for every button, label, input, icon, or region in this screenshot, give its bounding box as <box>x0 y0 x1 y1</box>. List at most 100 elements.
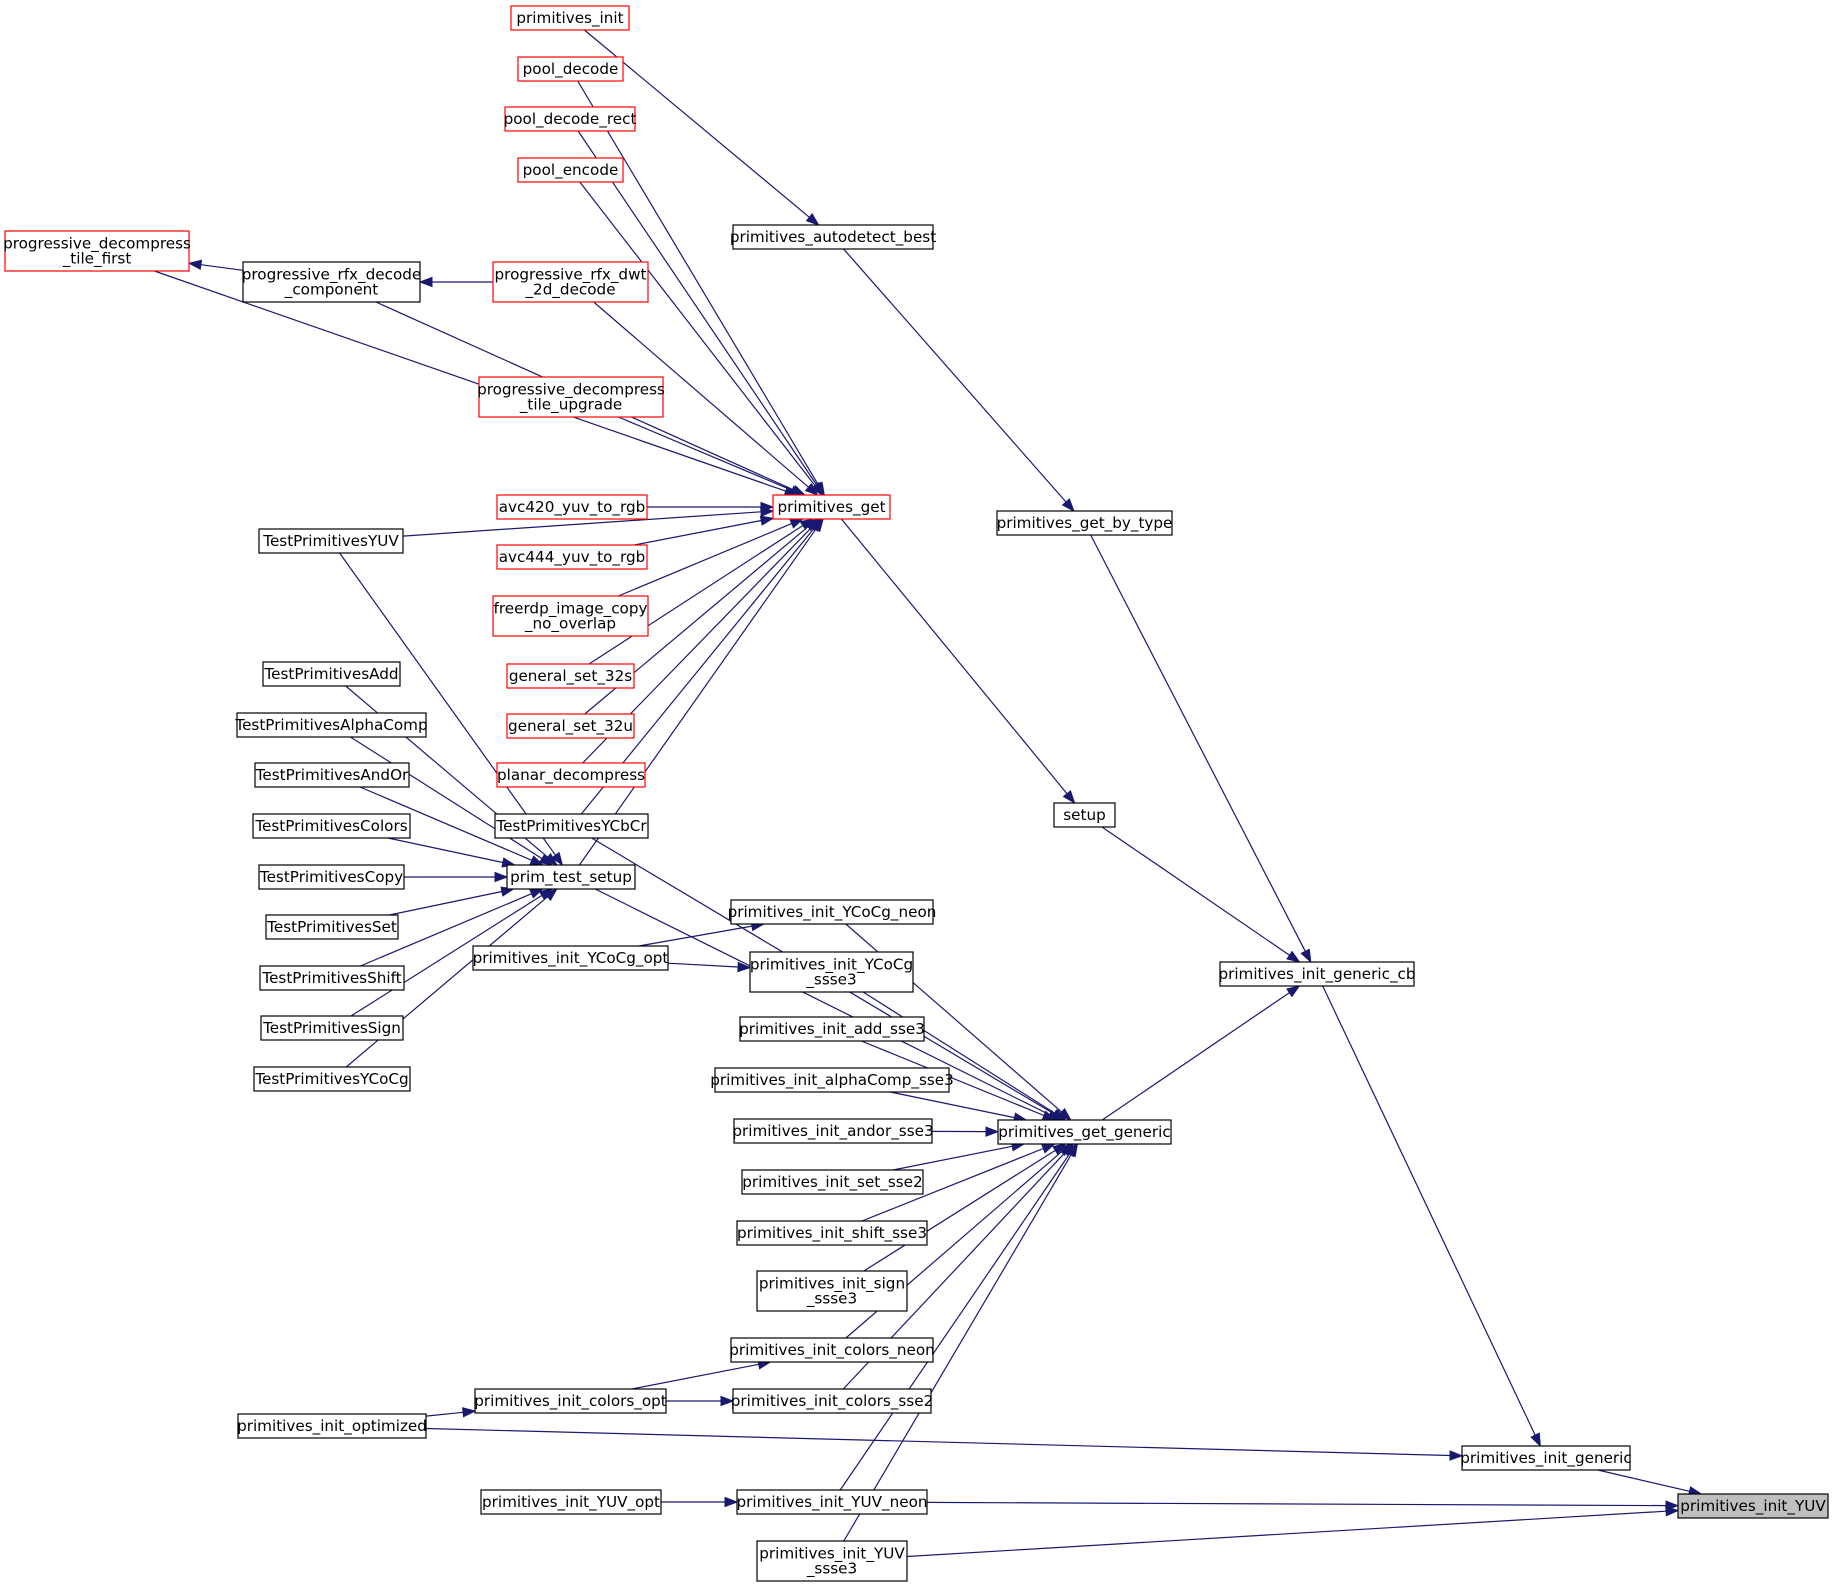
node-primitives_init_YCoCg_opt[interactable]: primitives_init_YCoCg_opt <box>472 945 669 971</box>
node-primitives_get_generic[interactable]: primitives_get_generic <box>997 1119 1172 1145</box>
edge-setup-to-primitives_init_generic_cb <box>1101 826 1290 956</box>
node-label-primitives_init_YUV_neon: primitives_init_YUV_neon <box>736 1493 927 1512</box>
node-general_set_32s[interactable]: general_set_32s <box>506 663 635 689</box>
node-box-TestPrimitivesAlphaComp <box>236 712 427 738</box>
node-primitives_init_generic_cb[interactable]: primitives_init_generic_cb <box>1218 961 1416 987</box>
edge-pool_decode_rect-to-primitives_get <box>577 130 818 486</box>
node-TestPrimitivesYCoCg[interactable]: TestPrimitivesYCoCg <box>253 1066 411 1092</box>
node-primitives_init_YUV_opt[interactable]: primitives_init_YUV_opt <box>480 1489 662 1515</box>
node-TestPrimitivesSet[interactable]: TestPrimitivesSet <box>265 914 399 940</box>
edge-primitives_init_generic-to-primitives_init_YUV <box>1597 1469 1690 1492</box>
node-label-progressive_rfx_decode_component-line-1: progressive_rfx_decode <box>242 266 422 285</box>
node-label-primitives_init_add_sse3: primitives_init_add_sse3 <box>739 1020 925 1039</box>
arrowhead-primitives_init-to-primitives_autodetect_best <box>805 213 820 226</box>
arrowhead-progressive_rfx_dwt_2d_decode-to-primitives_get <box>804 482 819 496</box>
node-primitives_init_optimized[interactable]: primitives_init_optimized <box>237 1413 427 1439</box>
node-box-primitives_init_add_sse3 <box>739 1016 925 1042</box>
node-primitives_init_YCoCg_ssse3[interactable]: primitives_init_YCoCg_ssse3 <box>749 951 914 993</box>
node-TestPrimitivesAndOr[interactable]: TestPrimitivesAndOr <box>254 762 410 788</box>
node-box-primitives_init_YUV_ssse3 <box>756 1540 908 1582</box>
node-label-progressive_decompress_tile_upgrade-line-2: _tile_upgrade <box>519 396 622 415</box>
edge-avc444_yuv_to_rgb-to-primitives_get <box>634 519 762 546</box>
edge-primitives_init_add_sse3-to-primitives_get_generic <box>861 1040 1045 1117</box>
node-primitives_get[interactable]: primitives_get <box>772 494 891 520</box>
node-progressive_decompress_tile_first[interactable]: progressive_decompress_tile_first <box>3 230 191 272</box>
arrowhead-prim_test_setup-to-primitives_get <box>811 517 824 533</box>
node-prim_test_setup[interactable]: prim_test_setup <box>506 864 636 890</box>
node-TestPrimitivesAdd[interactable]: TestPrimitivesAdd <box>262 661 401 687</box>
node-primitives_init_andor_sse3[interactable]: primitives_init_andor_sse3 <box>732 1118 934 1144</box>
node-primitives_init_YCoCg_neon[interactable]: primitives_init_YCoCg_neon <box>728 899 937 925</box>
node-primitives_init_colors_opt[interactable]: primitives_init_colors_opt <box>474 1388 667 1414</box>
node-TestPrimitivesSign[interactable]: TestPrimitivesSign <box>260 1015 404 1041</box>
node-avc420_yuv_to_rgb[interactable]: avc420_yuv_to_rgb <box>496 494 648 520</box>
node-label-primitives_init_YUV_ssse3-line-2: _ssse3 <box>806 1560 857 1579</box>
node-TestPrimitivesYUV[interactable]: TestPrimitivesYUV <box>258 528 404 554</box>
arrowhead-pool_encode-to-primitives_get <box>810 481 824 497</box>
node-primitives_init[interactable]: primitives_init <box>510 5 630 31</box>
node-label-progressive_decompress_tile_first-line-2: _tile_first <box>62 250 132 269</box>
node-label-primitives_init_alphaComp_sse3: primitives_init_alphaComp_sse3 <box>710 1071 954 1090</box>
node-label-planar_decompress: planar_decompress <box>497 766 645 785</box>
node-TestPrimitivesYCbCr[interactable]: TestPrimitivesYCbCr <box>494 813 649 839</box>
node-label-progressive_decompress_tile_first-line-1: progressive_decompress <box>3 235 191 254</box>
node-label-TestPrimitivesCopy: TestPrimitivesCopy <box>259 868 403 886</box>
node-primitives_get_by_type[interactable]: primitives_get_by_type <box>996 510 1173 536</box>
node-label-primitives_init_set_sse2: primitives_init_set_sse2 <box>742 1173 922 1192</box>
node-box-TestPrimitivesSet <box>265 914 399 940</box>
edge-primitives_init_alphaComp_sse3-to-primitives_get_generic <box>890 1091 1015 1119</box>
node-pool_decode[interactable]: pool_decode <box>517 56 624 82</box>
node-TestPrimitivesColors[interactable]: TestPrimitivesColors <box>252 813 411 839</box>
node-label-primitives_init_YCoCg_opt: primitives_init_YCoCg_opt <box>473 949 669 968</box>
node-primitives_init_colors_sse2[interactable]: primitives_init_colors_sse2 <box>731 1388 933 1414</box>
arrowhead-TestPrimitivesYCoCg-to-prim_test_setup <box>543 888 558 902</box>
node-planar_decompress[interactable]: planar_decompress <box>496 762 646 788</box>
node-box-progressive_rfx_decode_component <box>242 261 421 303</box>
node-general_set_32u[interactable]: general_set_32u <box>506 713 635 739</box>
node-primitives_init_alphaComp_sse3[interactable]: primitives_init_alphaComp_sse3 <box>710 1067 954 1093</box>
node-label-TestPrimitivesYCoCg: TestPrimitivesYCoCg <box>254 1070 408 1088</box>
node-primitives_init_colors_neon[interactable]: primitives_init_colors_neon <box>729 1337 935 1363</box>
edge-TestPrimitivesAndOr-to-prim_test_setup <box>359 786 533 861</box>
node-setup[interactable]: setup <box>1053 802 1116 828</box>
node-box-primitives_init_alphaComp_sse3 <box>714 1067 950 1093</box>
edge-pool_decode-to-primitives_get <box>577 80 819 486</box>
node-box-primitives_init_generic <box>1461 1445 1631 1471</box>
node-primitives_init_sign_ssse3[interactable]: primitives_init_sign_ssse3 <box>756 1270 908 1312</box>
node-freerdp_image_copy_no_overlap[interactable]: freerdp_image_copy_no_overlap <box>492 595 649 637</box>
node-primitives_init_set_sse2[interactable]: primitives_init_set_sse2 <box>741 1169 924 1195</box>
arrowhead-primitives_get_by_type-to-primitives_init_generic_cb <box>1300 948 1312 964</box>
node-label-TestPrimitivesSet: TestPrimitivesSet <box>266 918 397 936</box>
node-label-primitives_init_YUV: primitives_init_YUV <box>1680 1497 1826 1516</box>
node-primitives_init_shift_sse3[interactable]: primitives_init_shift_sse3 <box>736 1220 928 1246</box>
node-progressive_rfx_dwt_2d_decode[interactable]: progressive_rfx_dwt_2d_decode <box>492 261 649 303</box>
node-box-primitives_init_YCoCg_ssse3 <box>749 951 914 993</box>
node-box-primitives_init_colors_neon <box>730 1337 934 1363</box>
arrowhead-primitives_init_optimized-to-primitives_init_colors_opt <box>462 1407 477 1418</box>
node-TestPrimitivesShift[interactable]: TestPrimitivesShift <box>259 965 405 991</box>
node-pool_decode_rect[interactable]: pool_decode_rect <box>504 106 637 132</box>
node-primitives_init_YUV_neon[interactable]: primitives_init_YUV_neon <box>736 1489 928 1515</box>
node-primitives_init_generic[interactable]: primitives_init_generic <box>1460 1445 1632 1471</box>
edge-TestPrimitivesShift-to-prim_test_setup <box>360 893 532 967</box>
edge-progressive_rfx_decode_component-to-progressive_decompress_tile_first <box>200 264 244 271</box>
node-avc444_yuv_to_rgb[interactable]: avc444_yuv_to_rgb <box>496 544 648 570</box>
arrowhead-setup-to-primitives_init_generic_cb <box>1286 950 1301 963</box>
node-progressive_decompress_tile_upgrade[interactable]: progressive_decompress_tile_upgrade <box>477 376 665 418</box>
node-primitives_init_add_sse3[interactable]: primitives_init_add_sse3 <box>739 1016 925 1042</box>
node-box-primitives_init_shift_sse3 <box>736 1220 928 1246</box>
node-box-primitives_init_colors_sse2 <box>732 1388 932 1414</box>
node-TestPrimitivesCopy[interactable]: TestPrimitivesCopy <box>258 864 405 890</box>
node-TestPrimitivesAlphaComp[interactable]: TestPrimitivesAlphaComp <box>234 712 428 738</box>
node-label-primitives_get: primitives_get <box>777 498 885 517</box>
node-label-TestPrimitivesSign: TestPrimitivesSign <box>262 1019 401 1037</box>
node-pool_encode[interactable]: pool_encode <box>517 157 624 183</box>
node-primitives_init_YUV_ssse3[interactable]: primitives_init_YUV_ssse3 <box>756 1540 908 1582</box>
arrowhead-primitives_get-to-setup <box>1062 790 1076 805</box>
node-primitives_autodetect_best[interactable]: primitives_autodetect_best <box>730 224 936 250</box>
node-label-primitives_init_YCoCg_neon: primitives_init_YCoCg_neon <box>728 903 937 922</box>
arrowhead-primitives_init_generic_cb-to-primitives_init_generic <box>1530 1432 1541 1448</box>
node-label-prim_test_setup: prim_test_setup <box>510 868 632 887</box>
node-progressive_rfx_decode_component[interactable]: progressive_rfx_decode_component <box>242 261 422 303</box>
arrowhead-TestPrimitivesAlphaComp-to-prim_test_setup <box>538 853 554 866</box>
